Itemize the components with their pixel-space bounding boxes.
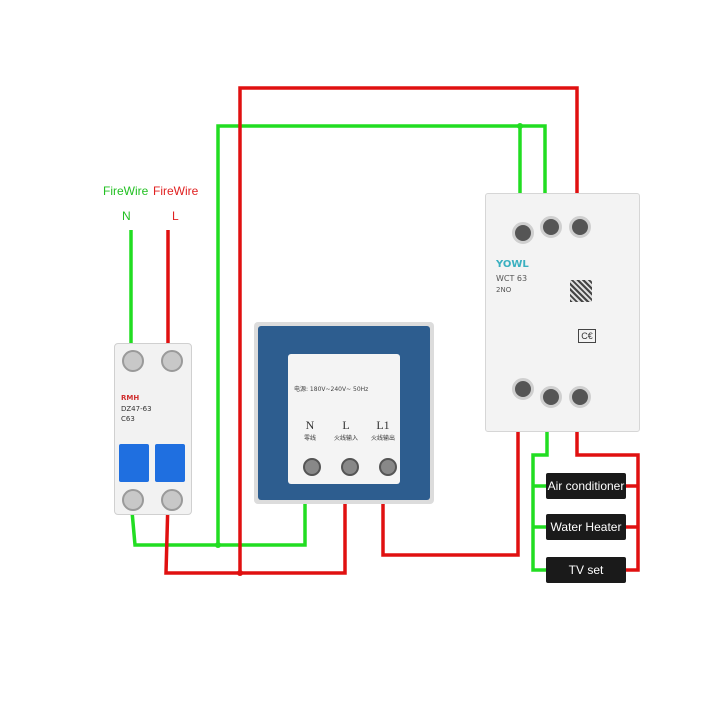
load-water-heater: Water Heater	[546, 514, 626, 540]
breaker-brand: RMH	[121, 394, 140, 402]
load-air-conditioner: Air conditioner	[546, 473, 626, 499]
terminal-label: 零线	[303, 436, 316, 442]
breaker-toggle-left[interactable]	[119, 444, 149, 482]
live-riser-wire	[238, 86, 579, 573]
terminal-letter: N	[305, 418, 315, 432]
screw-l	[341, 458, 359, 476]
contactor-bottom-terminal-1	[512, 378, 534, 400]
load-neutral-wire	[531, 395, 550, 572]
circuit-breaker: RMH DZ47-63 C63	[114, 343, 192, 515]
live-letter: L	[172, 209, 179, 223]
breaker-bottom-terminal-l	[161, 489, 183, 511]
contactor-bottom-terminal-2	[540, 386, 562, 408]
breaker-model: DZ47-63	[121, 405, 152, 413]
qr-code	[570, 280, 592, 302]
neutral-riser-wire	[216, 124, 547, 545]
junction-dot	[215, 542, 221, 548]
breaker-toggle-right[interactable]	[155, 444, 185, 482]
screw-n	[303, 458, 321, 476]
junction-dot	[517, 123, 523, 129]
controller-terminal-l: L 火线输入	[332, 418, 360, 442]
load-tv-set: TV set	[546, 557, 626, 583]
terminal-label: 火线输出	[370, 436, 395, 442]
controller-panel: 电源: 180V~240V~ 50Hz N 零线 L 火线输入 L1 火线输出	[254, 322, 434, 504]
breaker-rating: C63	[121, 415, 135, 423]
contactor-top-terminal-2	[540, 216, 562, 238]
terminal-label: 火线输入	[333, 436, 358, 442]
controller-terminal-n: N 零线	[298, 418, 322, 442]
breaker-bottom-terminal-n	[122, 489, 144, 511]
load-live-wire	[575, 395, 640, 572]
screw-l1	[379, 458, 397, 476]
terminal-letter: L1	[376, 418, 390, 432]
ce-mark: C€	[578, 329, 596, 343]
contactor-top-terminal-1	[512, 222, 534, 244]
contactor-brand: YOWL	[496, 259, 529, 270]
contactor-model: WCT 63	[496, 274, 528, 283]
controller-spec: 电源: 180V~240V~ 50Hz	[294, 386, 369, 393]
controller-terminal-l1: L1 火线输出	[368, 418, 398, 442]
neutral-feed-title: FireWire	[103, 184, 149, 198]
breaker-top-terminal-n	[122, 350, 144, 372]
controller-module: 电源: 180V~240V~ 50Hz N 零线 L 火线输入 L1 火线输出	[288, 354, 400, 484]
contactor-contacts: 2NO	[496, 286, 512, 294]
switched-live-wire	[381, 382, 520, 557]
contactor-top-terminal-3	[569, 216, 591, 238]
neutral-letter: N	[122, 209, 131, 223]
junction-dot	[237, 570, 243, 576]
contactor-bottom-terminal-3	[569, 386, 591, 408]
contactor: YOWL WCT 63 2NO C€	[485, 193, 640, 432]
live-feed-title: FireWire	[153, 184, 199, 198]
terminal-letter: L	[342, 418, 350, 432]
breaker-top-terminal-l	[161, 350, 183, 372]
